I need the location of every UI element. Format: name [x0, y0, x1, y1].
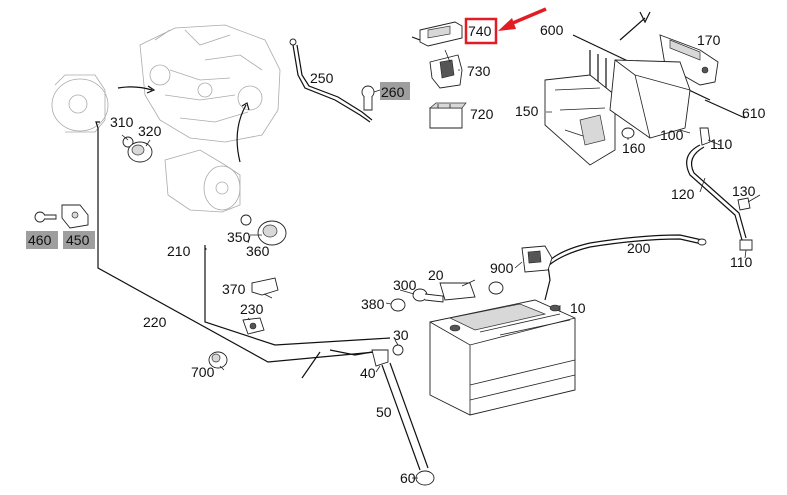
part-360-bush [257, 220, 287, 246]
alternator-drawing [51, 74, 109, 133]
part-350-nut [240, 214, 252, 226]
label-130[interactable]: 130 [732, 183, 756, 199]
cable-120 [686, 144, 743, 241]
cable-200 [547, 234, 703, 263]
label-360[interactable]: 360 [246, 243, 270, 259]
part-900-connector [521, 245, 553, 273]
part-900-grommet [488, 281, 504, 295]
leader-610 [704, 99, 746, 119]
part-260-bolt [361, 85, 375, 111]
label-370[interactable]: 370 [222, 281, 246, 297]
part-300-bolt [412, 288, 444, 303]
part-460-screw [34, 211, 57, 223]
label-730[interactable]: 730 [467, 63, 491, 79]
gray-box-260 [380, 82, 410, 100]
part-130-clip [737, 197, 751, 211]
part-310-nut [122, 136, 134, 148]
part-740-relay [411, 21, 463, 47]
label-260[interactable]: 260 [381, 84, 405, 100]
label-10[interactable]: 10 [570, 300, 586, 316]
part-40-connector [371, 349, 389, 367]
label-50[interactable]: 50 [376, 404, 392, 420]
label-460[interactable]: 460 [28, 232, 52, 248]
label-350[interactable]: 350 [227, 229, 251, 245]
label-60[interactable]: 60 [400, 470, 416, 486]
label-250[interactable]: 250 [310, 70, 334, 86]
part-170-bracket [659, 34, 719, 86]
label-160[interactable]: 160 [622, 140, 646, 156]
label-150[interactable]: 150 [515, 103, 539, 119]
part-20-plate [439, 282, 476, 301]
label-720[interactable]: 720 [470, 106, 494, 122]
label-200[interactable]: 200 [627, 240, 651, 256]
part-60-cap [415, 470, 435, 486]
part-100-box [609, 59, 691, 139]
part-720-module [429, 102, 467, 129]
label-450[interactable]: 450 [66, 232, 90, 248]
label-300[interactable]: 300 [393, 277, 417, 293]
label-610[interactable]: 610 [742, 105, 766, 121]
part-370-bracket [251, 277, 279, 296]
label-210[interactable]: 210 [167, 243, 191, 259]
label-380[interactable]: 380 [361, 296, 385, 312]
label-600[interactable]: 600 [540, 22, 564, 38]
label-110-bottom[interactable]: 110 [730, 254, 753, 270]
label-900[interactable]: 900 [490, 260, 514, 276]
label-310[interactable]: 310 [110, 114, 134, 130]
label-30[interactable]: 30 [393, 327, 409, 343]
label-20[interactable]: 20 [428, 267, 444, 283]
highlight-box-740 [464, 17, 498, 45]
highlight-arrow [498, 7, 547, 31]
starter-drawing [164, 149, 241, 213]
label-120[interactable]: 120 [671, 186, 695, 202]
label-220[interactable]: 220 [143, 314, 167, 330]
part-230-clip [242, 317, 265, 335]
harness-220 [97, 128, 376, 363]
label-100[interactable]: 100 [660, 127, 684, 143]
label-40[interactable]: 40 [360, 365, 376, 381]
part-320-bush [127, 141, 153, 163]
label-110-top[interactable]: 110 [710, 136, 733, 152]
label-700[interactable]: 700 [191, 364, 215, 380]
label-230[interactable]: 230 [240, 301, 264, 317]
harness-210 [204, 245, 391, 346]
part-150-tray [544, 74, 616, 166]
label-320[interactable]: 320 [138, 123, 162, 139]
gray-box-450 [63, 231, 95, 249]
arrow-engine-down [236, 104, 247, 163]
arrow-engine-left [117, 86, 153, 91]
part-730-fuse-holder [429, 49, 463, 89]
part-50-tube [381, 362, 429, 471]
part-160-grommet [621, 127, 635, 139]
part-700-grommet [208, 351, 228, 369]
part-450-bracket [61, 204, 89, 229]
part-380-nut [390, 298, 406, 312]
part-110-terminal-bottom [739, 239, 753, 251]
engine-drawing [139, 24, 281, 143]
label-170[interactable]: 170 [697, 32, 721, 48]
cable-250 [292, 44, 371, 123]
part-110-terminal-top [699, 127, 711, 146]
label-740[interactable]: 740 [468, 23, 492, 39]
gray-box-460 [26, 231, 58, 249]
part-30-nut [392, 344, 404, 356]
part-10-battery [429, 299, 576, 416]
